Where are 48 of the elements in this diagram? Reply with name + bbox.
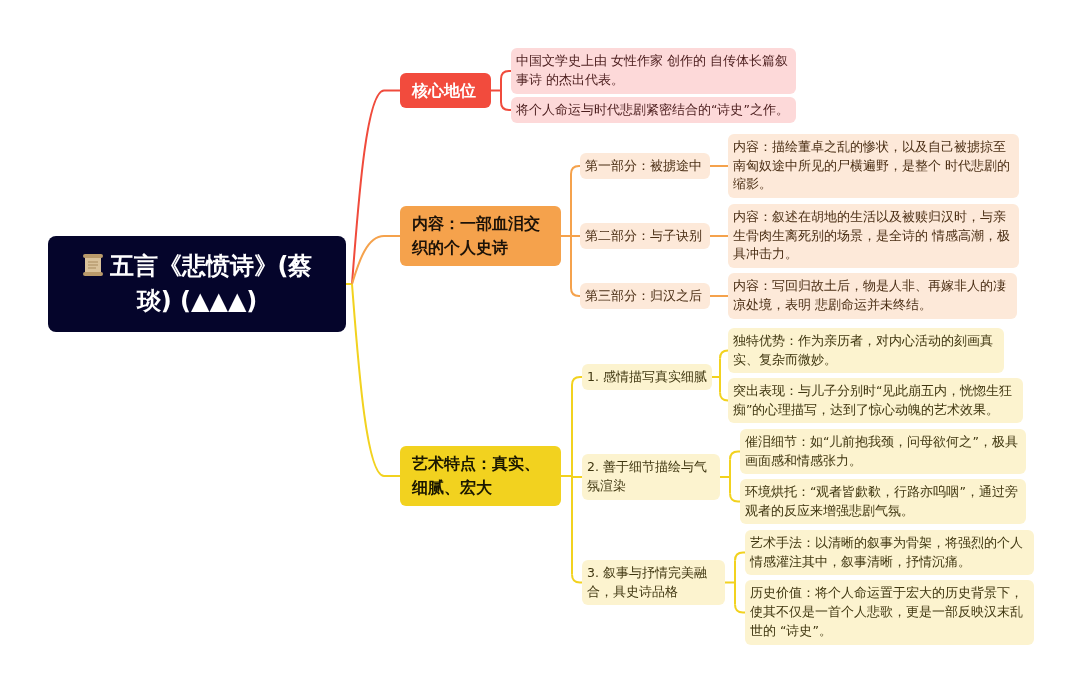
connector-line — [500, 101, 512, 111]
connector-line — [571, 376, 583, 386]
root-node — [48, 236, 346, 332]
branch-node: 内容：一部血泪交织的个人史诗 — [400, 206, 561, 266]
root-title: 五言《悲愤诗》(蔡琰) (▲▲▲) — [109, 252, 313, 315]
branch-node: 核心地位 — [400, 73, 491, 108]
connector-line — [560, 384, 573, 576]
connector-line — [560, 173, 572, 289]
detail-note: 突出表现：与儿子分别时“见此崩五内，恍惚生狂痴”的心理描写，达到了惊心动魄的艺术效果。 — [728, 378, 1023, 423]
connector-line — [500, 70, 512, 80]
connector-line — [711, 357, 721, 394]
connector-line — [709, 165, 729, 167]
detail-note: 独特优势：作为亲历者，对内心活动的刻画真实、复杂而微妙。 — [728, 328, 1004, 373]
detail-note: 将个人命运与时代悲剧紧密结合的“诗史”之作。 — [511, 97, 796, 123]
connector-line — [734, 603, 746, 614]
topic-node: 第三部分：归汉之后 — [580, 283, 710, 309]
branch-node: 艺术特点：真实、细腻、宏大 — [400, 446, 561, 506]
connector-line — [570, 235, 581, 237]
connector-line — [351, 283, 401, 477]
connector-line — [570, 287, 581, 297]
detail-note: 历史价值：将个人命运置于宏大的历史背景下，使其不仅是一首个人悲歌，更是一部反映汉末乱世的 “诗史”。 — [745, 580, 1034, 645]
connector-line — [719, 391, 729, 402]
detail-note: 内容：描绘董卓之乱的惨状，以及自己被掳掠至南匈奴途中所见的尸横遍野，是整个 时代悲剧的缩影。 — [728, 134, 1019, 198]
topic-node: 3. 叙事与抒情完美融合，具史诗品格 — [582, 560, 725, 605]
connector-line — [571, 573, 583, 584]
topic-node: 第二部分：与子诀别 — [580, 223, 710, 249]
connector-line — [571, 475, 583, 478]
topic-node: 2. 善于细节描绘与气氛渲染 — [582, 454, 720, 500]
connector-line — [729, 492, 741, 503]
detail-note: 催泪细节：如“儿前抱我颈，问母欲何之”，极具画面感和情感张力。 — [740, 429, 1026, 474]
connector-line — [570, 165, 581, 175]
connector-line — [490, 78, 502, 103]
topic-node: 第一部分：被掳途中 — [580, 153, 710, 179]
detail-note: 艺术手法：以清晰的叙事为骨架，将强烈的个人情感灌注其中，叙事清晰，抒情沉痛。 — [745, 530, 1034, 575]
connector-line — [709, 295, 729, 297]
connector-line — [729, 450, 741, 461]
connector-line — [719, 349, 729, 360]
connector-line — [719, 458, 731, 495]
detail-note: 环境烘托：“观者皆歔欷，行路亦呜咽”，通过旁观者的反应来增强悲剧气氛。 — [740, 479, 1026, 524]
connector-line — [724, 559, 736, 606]
topic-node: 1. 感情描写真实细腻 — [582, 364, 712, 390]
detail-note: 中国文学史上由 女性作家 创作的 自传体长篇叙事诗 的杰出代表。 — [511, 48, 796, 94]
connector-line — [734, 551, 746, 562]
detail-note: 内容：写回归故土后，物是人非、再嫁非人的凄凉处境，表明 悲剧命运并未终结。 — [728, 273, 1017, 319]
connector-line — [351, 235, 401, 285]
connector-line — [709, 235, 729, 237]
connector-line — [351, 89, 401, 285]
detail-note: 内容：叙述在胡地的生活以及被赎归汉时，与亲生骨肉生离死别的场景，是全诗的 情感高潮，极具冲击力。 — [728, 204, 1019, 268]
